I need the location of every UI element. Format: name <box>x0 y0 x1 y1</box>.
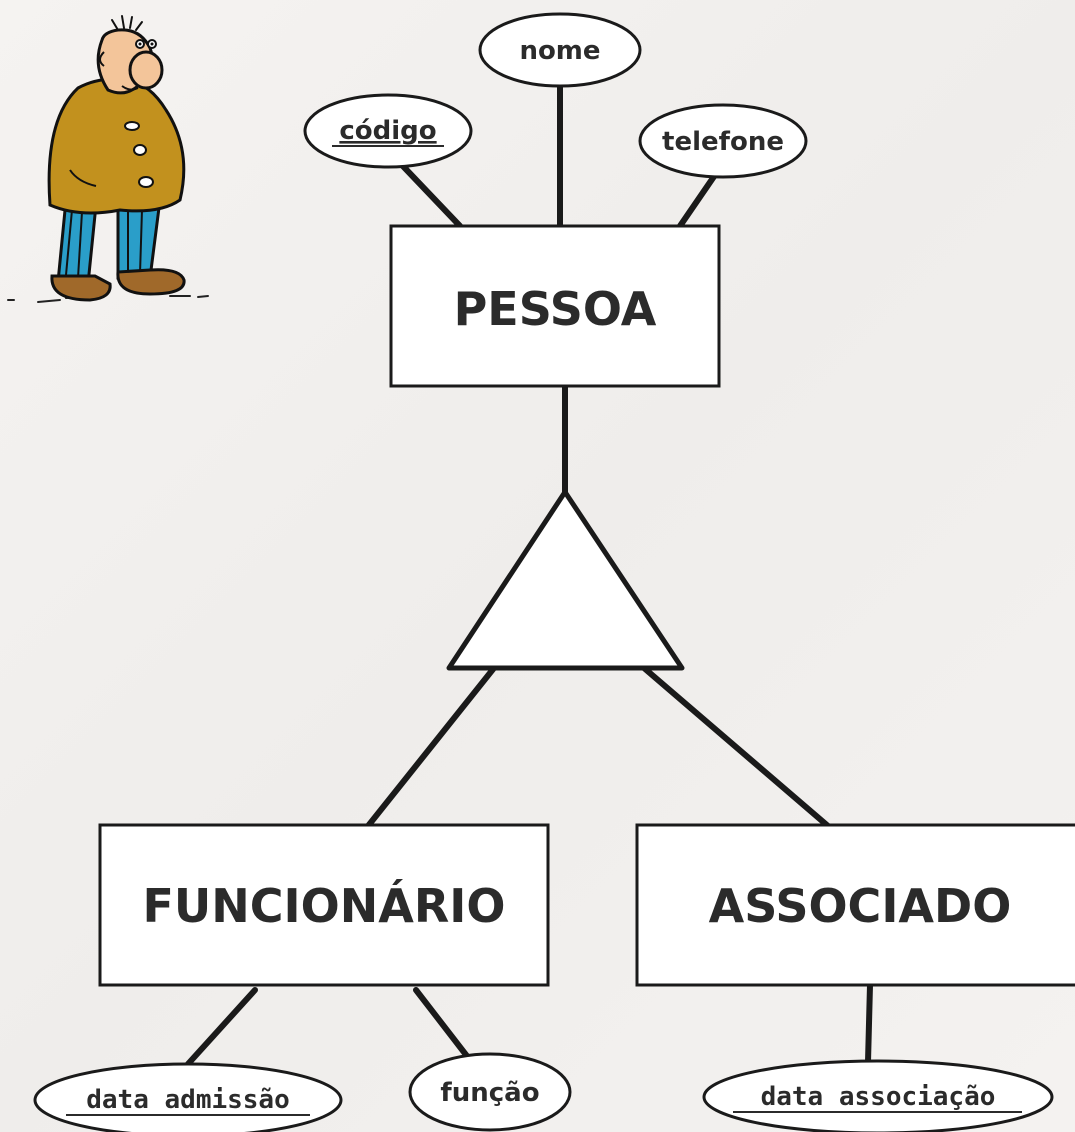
entity-funcionario-label: FUNCIONÁRIO <box>143 879 506 933</box>
line-codigo-pessoa <box>397 160 463 229</box>
attribute-codigo-label: código <box>339 116 436 146</box>
attribute-telefone-label: telefone <box>662 127 784 157</box>
entity-associado: ASSOCIADO <box>635 823 1075 987</box>
attribute-data-admissao: data admissão <box>33 1062 343 1132</box>
line-funcionario-data-admissao <box>185 987 258 1067</box>
attribute-funcao: função <box>408 1052 572 1132</box>
attribute-data-associacao-label: data associação <box>761 1082 996 1112</box>
attribute-funcao-label: função <box>440 1078 539 1108</box>
entity-pessoa-label: PESSOA <box>454 282 657 336</box>
connector-lines <box>185 82 873 1067</box>
line-associado-data-associacao <box>865 982 873 1065</box>
attribute-nome: nome <box>478 12 642 88</box>
attribute-telefone: telefone <box>638 103 808 179</box>
line-funcionario-funcao <box>413 987 473 1063</box>
entity-funcionario: FUNCIONÁRIO <box>98 823 550 987</box>
specialization-triangle <box>446 489 685 671</box>
line-telefone-pessoa <box>677 172 718 229</box>
attribute-data-associacao: data associação <box>702 1059 1054 1132</box>
attribute-data-admissao-label: data admissão <box>86 1085 290 1115</box>
cartoon-man-icon <box>7 15 209 303</box>
entity-pessoa: PESSOA <box>389 224 721 388</box>
attribute-nome-label: nome <box>519 36 600 66</box>
entity-associado-label: ASSOCIADO <box>709 879 1012 933</box>
line-triangle-associado <box>641 665 831 829</box>
attribute-codigo: código <box>303 93 473 169</box>
line-triangle-funcionario <box>365 665 497 829</box>
